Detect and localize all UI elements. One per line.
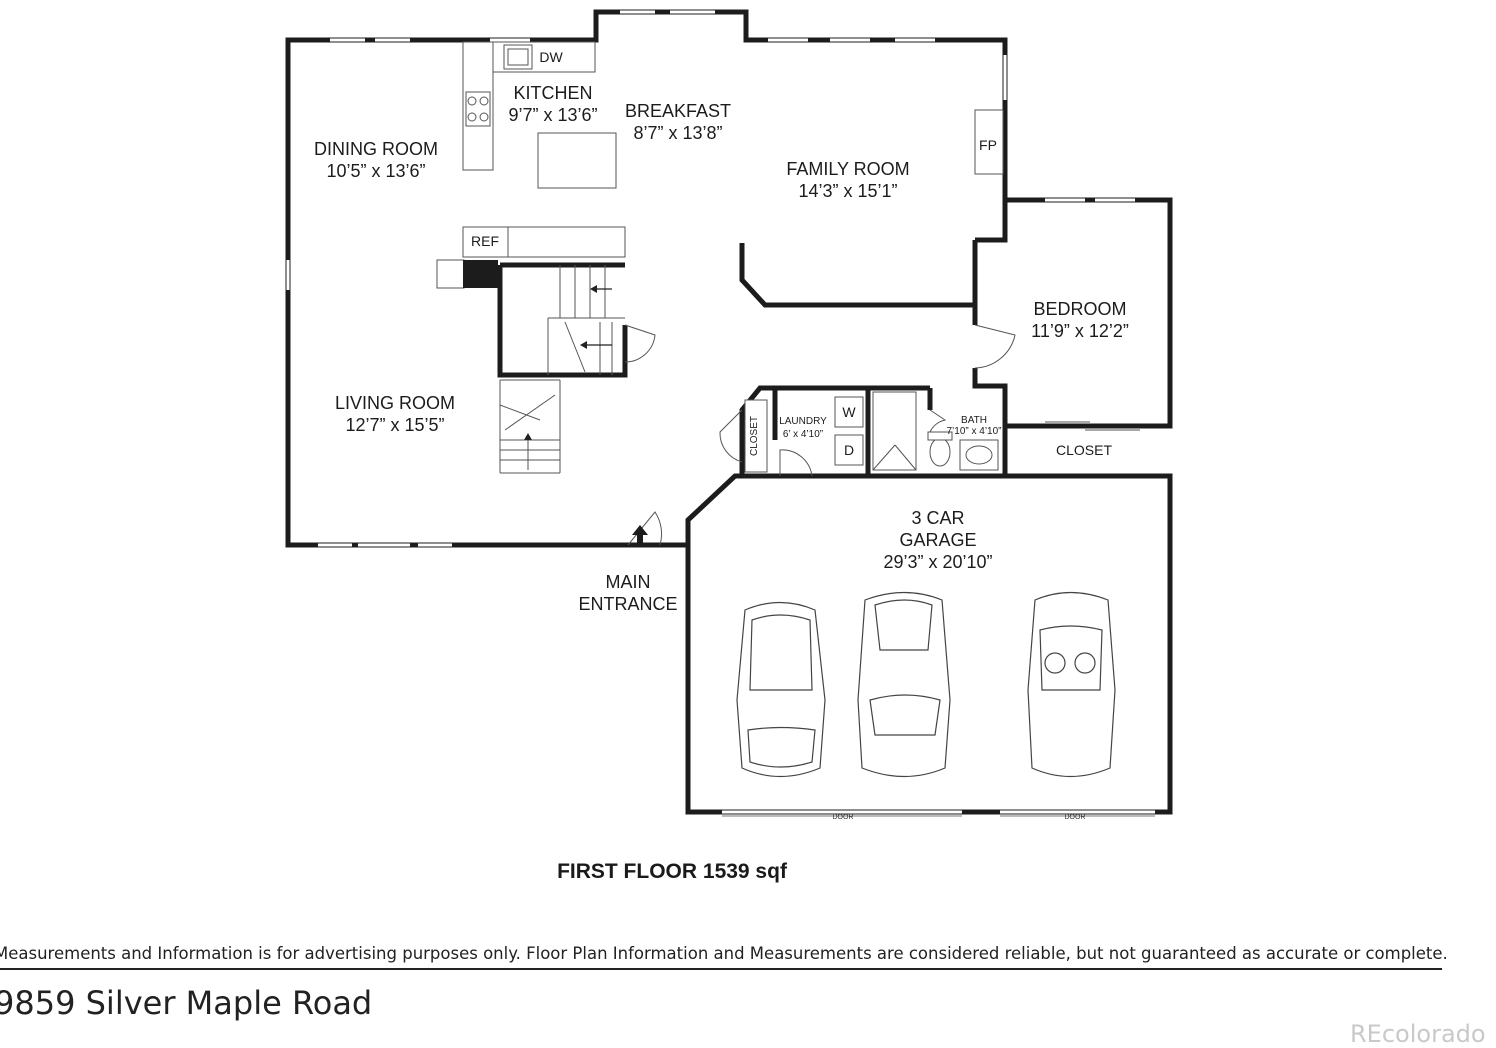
floor-plan: DW REF FP [285,9,1173,821]
dryer-icon [834,434,864,466]
watermark-logo: REcolorado [1350,1020,1486,1048]
washer-icon [834,396,864,428]
car-icon [857,591,951,778]
toilet-icon [929,437,951,467]
bedroom-name: BEDROOM [1033,299,1126,319]
laundry-size: 6’ x 4’10” [783,429,823,440]
bath-name: BATH [961,415,987,426]
bath-fixtures [872,391,999,471]
dining-room-name: DINING ROOM [314,139,438,159]
closet-left-label: CLOSET [749,416,760,456]
kitchen-island [537,132,617,189]
breakfast-size: 8’7” x 13’8” [633,123,722,143]
living-room-name: LIVING ROOM [335,393,455,413]
garage-door-1-label: DOOR [833,814,854,821]
family-room-name: FAMILY ROOM [786,159,909,179]
disclaimer-text: Measurements and Information is for adve… [0,944,1448,970]
car-icon [1027,591,1116,778]
kitchen-fixtures [436,41,626,289]
doors [627,324,1140,546]
car-icon [736,601,826,778]
floor-title: FIRST FLOOR 1539 sqf [557,860,787,883]
fp-label: FP [979,137,997,153]
bedroom-size: 11’9” x 12’2” [1031,321,1129,341]
dining-room-size: 10’5” x 13’6” [326,161,425,181]
family-room-size: 14’3” x 15’1” [798,181,897,201]
dw-label: DW [539,49,563,65]
kitchen-size: 9’7” x 13’6” [508,105,597,125]
fireplace-icon [974,109,1004,175]
entrance-label-line2: ENTRANCE [578,594,677,614]
laundry-name: LAUNDRY [779,416,827,427]
room-labels: DINING ROOM 10’5” x 13’6” KITCHEN 9’7” x… [314,83,1129,821]
washer-label: W [842,404,856,420]
shower-icon [872,391,917,471]
staircase [499,265,656,474]
living-room-size: 12’7” x 15’5” [345,415,444,435]
garage-size: 29’3” x 20’10” [883,552,992,572]
bath-size: 7’10” x 4’10” [946,426,1001,437]
garage-door-2-label: DOOR [1065,814,1086,821]
ref-label: REF [471,233,499,249]
windows [286,10,1155,817]
garage-name-line2: GARAGE [899,530,976,550]
laundry-fixtures [744,396,864,473]
entrance-label-line1: MAIN [606,572,651,592]
stove-icon [465,91,491,127]
closet-right-label: CLOSET [1056,442,1112,458]
property-address: 9859 Silver Maple Road [0,984,373,1022]
entrance-arrow-icon [632,525,648,545]
refrigerator [462,226,509,258]
dryer-label: D [844,442,854,458]
kitchen-name: KITCHEN [513,83,592,103]
garage-name-line1: 3 CAR [911,508,964,528]
breakfast-name: BREAKFAST [625,101,731,121]
